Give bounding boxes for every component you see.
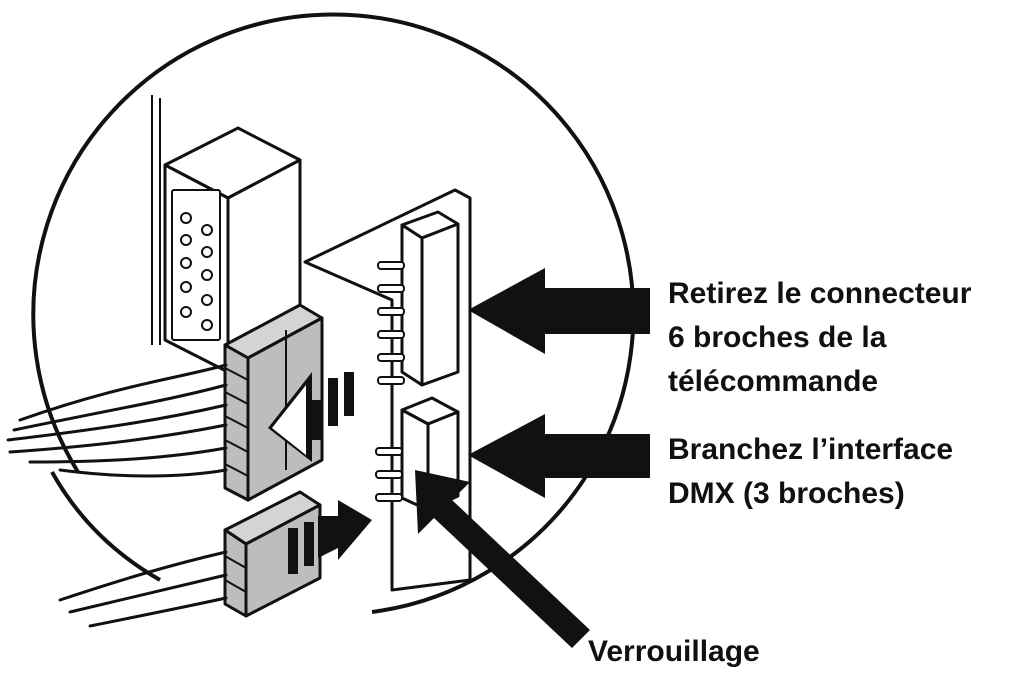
plug-dmx-label-line2: DMX (3 broches): [668, 477, 905, 510]
plug-arrow-icon: [468, 414, 650, 498]
dmx-connector: [223, 490, 322, 618]
plug-dmx-label-line1: Branchez l’interface: [668, 433, 954, 466]
header-socket: [171, 189, 221, 341]
remove-connector-label-line3: télécommande: [668, 365, 879, 398]
header-pins: [180, 212, 213, 331]
remote-connector-ribs: [224, 330, 287, 477]
remove-connector-label-line1: Retirez le connecteur: [668, 277, 972, 310]
magnifier-circle-tail: [50, 471, 161, 582]
six-pin-header: [400, 210, 460, 387]
three-pin-header-pins: [375, 447, 403, 502]
dmx-wires: [58, 550, 228, 628]
six-pin-header-pins: [377, 261, 405, 385]
magnifier-circle: [31, 12, 636, 614]
lock-label: Verrouillage: [588, 630, 760, 674]
remove-connector-label: Retirez le connecteur 6 broches de la té…: [668, 272, 971, 404]
remote-wires: [6, 363, 228, 478]
plug-dmx-label: Branchez l’interface DMX (3 broches): [668, 428, 953, 516]
board-line: [304, 261, 393, 301]
remove-connector-label-line2: 6 broches de la: [668, 321, 887, 354]
striped-pull-arrow-icon: [268, 372, 354, 462]
dmx-connector-ribs: [224, 555, 247, 593]
striped-push-arrow-icon: [288, 500, 372, 574]
lock-label-text: Verrouillage: [588, 635, 760, 668]
lock-arrow-icon: [415, 470, 590, 648]
remove-arrow-icon: [468, 268, 650, 354]
